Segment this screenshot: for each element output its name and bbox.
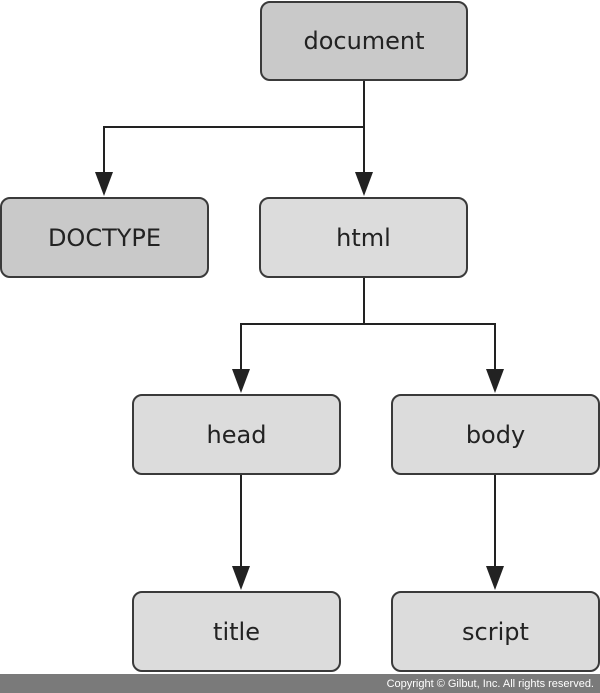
node-doctype: DOCTYPE xyxy=(0,197,209,278)
node-title: title xyxy=(132,591,341,672)
copyright-text: Copyright © Gilbut, Inc. All rights rese… xyxy=(386,677,594,690)
arrowhead-body xyxy=(486,369,504,393)
node-script: script xyxy=(391,591,600,672)
arrowhead-script xyxy=(486,566,504,590)
connector-html-to-children xyxy=(240,278,496,369)
node-body: body xyxy=(391,394,600,475)
arrowhead-head xyxy=(232,369,250,393)
arrowhead-doctype xyxy=(95,172,113,196)
node-document: document xyxy=(260,1,468,81)
copyright-footer: Copyright © Gilbut, Inc. All rights rese… xyxy=(0,674,600,693)
arrowhead-title xyxy=(232,566,250,590)
node-html: html xyxy=(259,197,468,278)
arrowhead-html xyxy=(355,172,373,196)
connector-document-to-children xyxy=(103,81,365,172)
node-head: head xyxy=(132,394,341,475)
